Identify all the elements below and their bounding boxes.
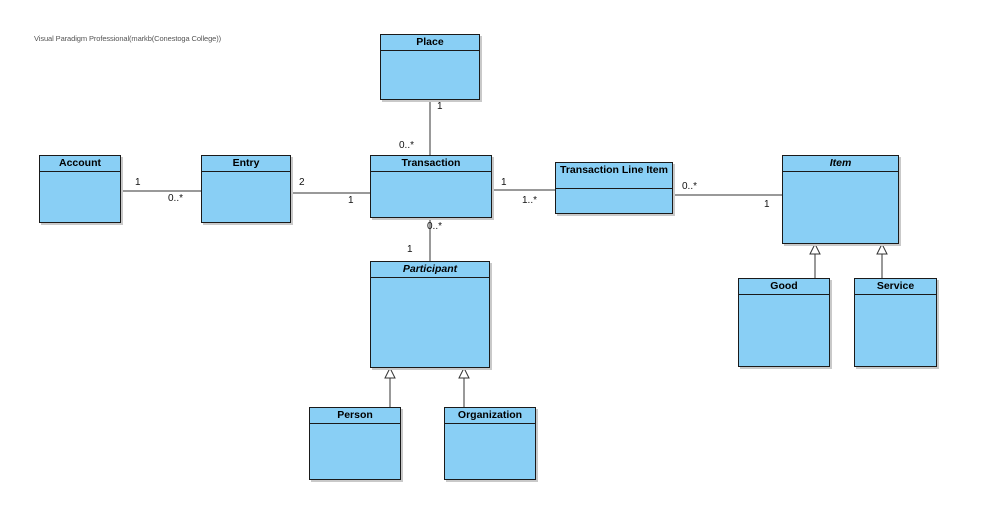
class-name: Place — [381, 35, 479, 51]
mult-transaction-place-side: 0..* — [399, 140, 415, 151]
mult-line-item-item-side: 0..* — [682, 181, 698, 192]
mult-line-item-transaction-side: 1..* — [522, 195, 538, 206]
mult-transaction-entry-side: 1 — [348, 195, 354, 206]
class-name: Entry — [202, 156, 290, 172]
class-name: Transaction — [371, 156, 491, 172]
mult-transaction-participant-side: 0..* — [427, 221, 443, 232]
class-account[interactable]: Account — [39, 155, 121, 223]
class-transaction-line-item[interactable]: Transaction Line Item — [555, 162, 673, 214]
watermark-text: Visual Paradigm Professional(markb(Cones… — [34, 34, 222, 43]
gen-organization-arrowhead — [458, 366, 470, 379]
class-name: Item — [783, 156, 898, 172]
class-name: Account — [40, 156, 120, 172]
class-place[interactable]: Place — [380, 34, 480, 100]
class-name: Organization — [445, 408, 535, 424]
class-name: Transaction Line Item — [556, 163, 672, 189]
class-name: Good — [739, 279, 829, 295]
class-service[interactable]: Service — [854, 278, 937, 367]
class-good[interactable]: Good — [738, 278, 830, 367]
mult-item-side: 1 — [764, 199, 770, 210]
mult-entry-side: 2 — [299, 177, 305, 188]
mult-participant-side: 1 — [407, 244, 413, 255]
gen-person-arrowhead — [384, 366, 396, 379]
class-item[interactable]: Item — [782, 155, 899, 244]
mult-transaction-line-side: 1 — [501, 177, 507, 188]
class-name: Service — [855, 279, 936, 295]
mult-account-side: 1 — [135, 177, 141, 188]
class-name: Participant — [371, 262, 489, 278]
class-name: Person — [310, 408, 400, 424]
mult-place-side: 1 — [437, 101, 443, 112]
class-person[interactable]: Person — [309, 407, 401, 480]
gen-service-arrowhead — [876, 242, 888, 255]
class-transaction[interactable]: Transaction — [370, 155, 492, 218]
class-organization[interactable]: Organization — [444, 407, 536, 480]
class-participant[interactable]: Participant — [370, 261, 490, 368]
mult-entry-account-side: 0..* — [168, 193, 184, 204]
class-entry[interactable]: Entry — [201, 155, 291, 223]
gen-good-arrowhead — [809, 242, 821, 255]
